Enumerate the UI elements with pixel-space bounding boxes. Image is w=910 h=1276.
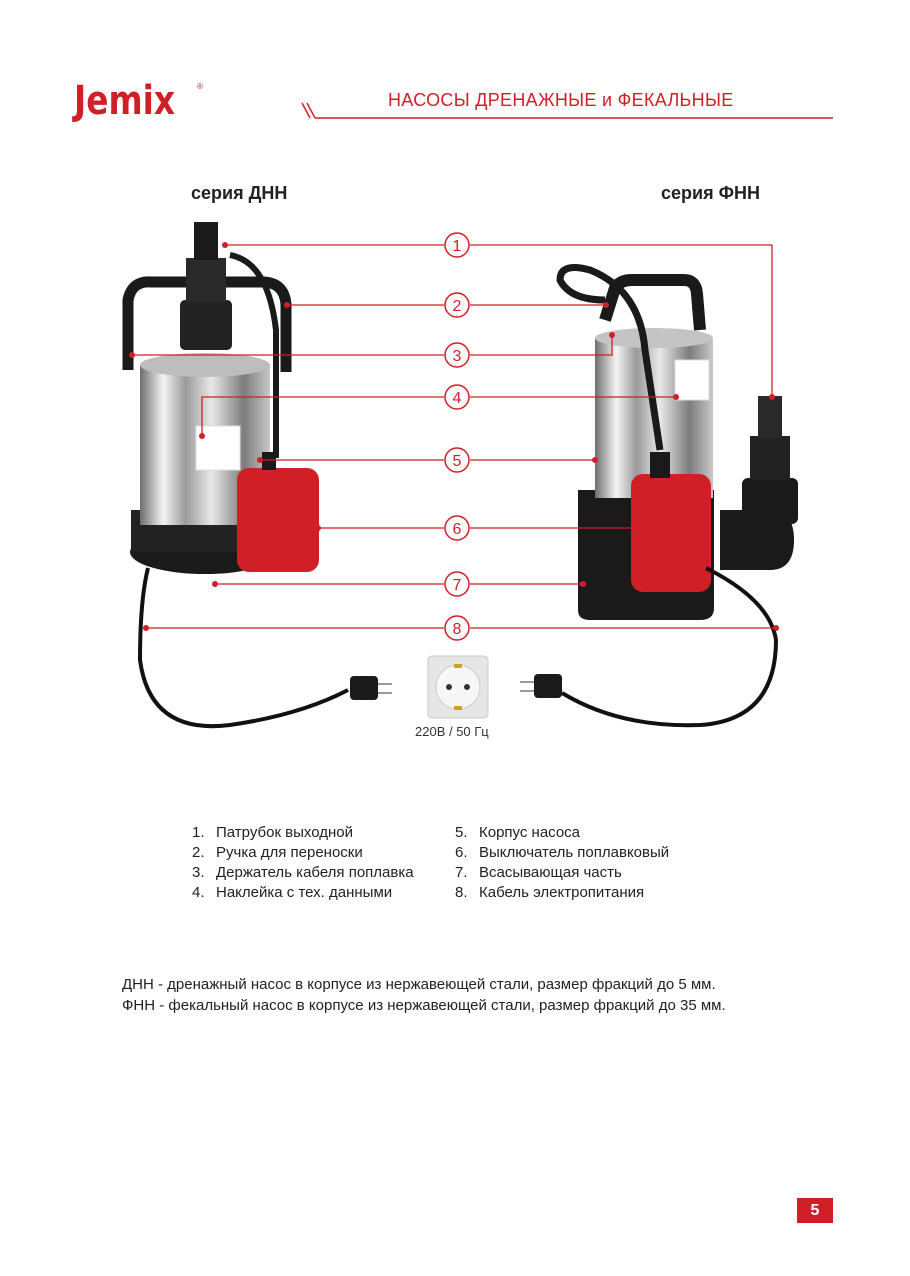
legend-item-number: 3. (192, 864, 205, 881)
legend-item: 3. Держатель кабеля поплавка (192, 863, 414, 883)
callout-4: 4 (444, 384, 470, 410)
legend-item-number: 7. (455, 864, 468, 881)
callout-1: 1 (444, 232, 470, 258)
callout-3: 3 (444, 342, 470, 368)
legend-item-text: Наклейка с тех. данными (216, 884, 393, 901)
legend-item-text: Выключатель поплавковый (479, 844, 670, 861)
callout-leaders (132, 244, 776, 629)
legend-item-number: 8. (455, 884, 468, 901)
legend-item-text: Всасывающая часть (479, 864, 622, 881)
description-line-fnn: ФНН - фекальный насос в корпусе из нержа… (122, 997, 726, 1014)
series-dnn-title: серия ДНН (191, 183, 288, 203)
jemix-logo: Jemix (74, 78, 176, 124)
legend-item: 2. Ручка для переноски (192, 843, 414, 863)
legend-item-number: 2. (192, 844, 205, 861)
legend-item: 4. Наклейка с тех. данными (192, 883, 414, 903)
legend-item-text: Ручка для переноски (216, 844, 363, 861)
legend-item-text: Корпус насоса (479, 824, 581, 841)
header-rule (301, 102, 833, 119)
pump-diagram: 1 2 3 4 5 6 7 8 (122, 222, 798, 729)
callout-2: 2 (444, 292, 470, 318)
page-number-badge: 5 (797, 1198, 833, 1223)
legend-item-number: 4. (192, 884, 205, 901)
legend-item-number: 1. (192, 824, 205, 841)
callout-3-label: 3 (453, 348, 462, 365)
callout-1-label: 1 (453, 238, 462, 255)
fnn-pump-illustration (520, 264, 798, 728)
series-description: ДНН - дренажный насос в корпусе из нержа… (122, 974, 726, 1016)
callout-4-label: 4 (453, 390, 462, 407)
callout-6: 6 (444, 515, 470, 541)
registered-mark: ® (197, 82, 203, 91)
callout-5-label: 5 (453, 453, 462, 470)
legend-item: 1. Патрубок выходной (192, 823, 414, 843)
callout-dots (129, 242, 779, 631)
legend-item: 6. Выключатель поплавковый (455, 843, 669, 863)
legend-item-number: 6. (455, 844, 468, 861)
legend-item-number: 5. (455, 824, 468, 841)
socket-voltage-caption: 220В / 50 Гц (415, 724, 489, 739)
legend-item-text: Патрубок выходной (216, 824, 354, 841)
legend-item: 7. Всасывающая часть (455, 863, 669, 883)
legend-item-text: Кабель электропитания (479, 884, 645, 901)
callout-6-label: 6 (453, 521, 462, 538)
legend-item-text: Держатель кабеля поплавка (216, 864, 414, 881)
callout-7: 7 (444, 571, 470, 597)
callout-circles: 1 2 3 4 5 6 7 8 (444, 232, 470, 641)
legend-column-2: 5. Корпус насоса 6. Выключатель поплавковы… (455, 823, 669, 903)
page-title: НАСОСЫ ДРЕНАЖНЫЕ и ФЕКАЛЬНЫЕ (388, 90, 734, 110)
power-socket-icon (427, 655, 489, 719)
callout-5: 5 (444, 447, 470, 473)
dnn-pump-illustration (122, 222, 392, 729)
series-fnn-title: серия ФНН (661, 183, 760, 203)
description-line-dnn: ДНН - дренажный насос в корпусе из нержа… (122, 976, 716, 993)
callout-7-label: 7 (453, 577, 462, 594)
callout-8-label: 8 (453, 621, 462, 638)
legend-item: 8. Кабель электропитания (455, 883, 669, 903)
callout-2-label: 2 (453, 298, 462, 315)
callout-8: 8 (444, 615, 470, 641)
legend-column-1: 1. Патрубок выходной 2. Ручка для переноск… (192, 823, 414, 903)
legend-item: 5. Корпус насоса (455, 823, 669, 843)
